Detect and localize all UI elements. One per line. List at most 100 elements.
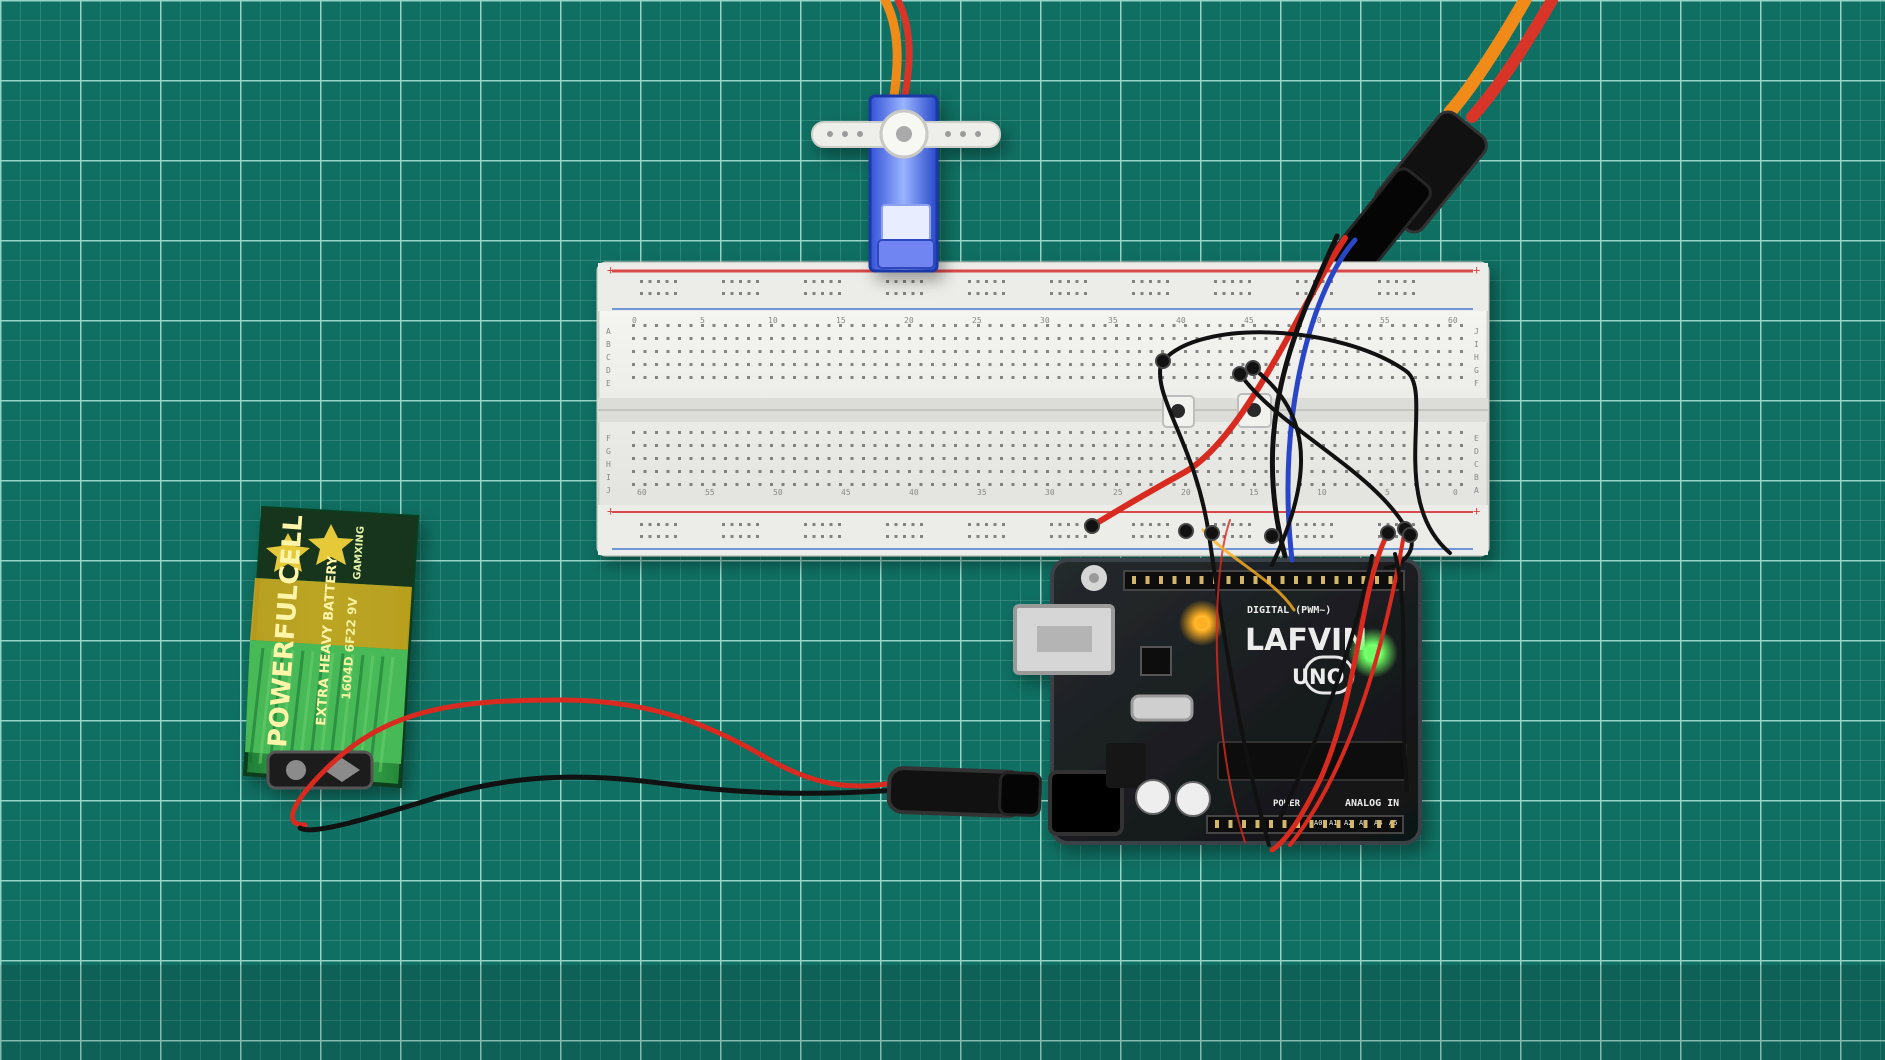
- breadboard-hole: [1264, 350, 1268, 353]
- breadboard-hole: [1069, 350, 1072, 353]
- breadboard-hole: [1161, 470, 1164, 473]
- breadboard-hole: [1218, 324, 1222, 327]
- breadboard-hole: [850, 470, 854, 473]
- breadboard-hole: [885, 324, 888, 327]
- breadboard-hole: [1460, 376, 1463, 379]
- breadboard-bottom-number: 20: [1181, 488, 1191, 497]
- breadboard-hole: [1067, 280, 1070, 283]
- breadboard-hole: [1222, 280, 1226, 283]
- breadboard-hole: [988, 350, 992, 353]
- breadboard-hole: [643, 363, 647, 366]
- breadboard-hole: [965, 337, 969, 340]
- analog-power-header-pin: [1242, 820, 1246, 828]
- breadboard-hole: [689, 483, 693, 486]
- breadboard-row-letter-right: D: [1474, 447, 1479, 456]
- breadboard-hole: [873, 470, 877, 473]
- breadboard-hole: [689, 457, 693, 460]
- breadboard-hole: [1437, 431, 1440, 434]
- breadboard-hole: [632, 324, 635, 327]
- breadboard-hole: [739, 280, 742, 283]
- breadboard-hole: [1356, 324, 1360, 327]
- breadboard-hole: [1207, 470, 1210, 473]
- breadboard-hole: [678, 457, 681, 460]
- breadboard-hole: [701, 470, 704, 473]
- breadboard-hole: [1231, 292, 1234, 295]
- breadboard-hole: [689, 470, 693, 473]
- breadboard-hole: [1011, 457, 1015, 460]
- breadboard-plus-mark: +: [607, 504, 614, 518]
- breadboard-hole: [1403, 292, 1407, 295]
- breadboard-hole: [862, 457, 865, 460]
- breadboard-hole: [1069, 431, 1072, 434]
- breadboard-hole: [965, 431, 969, 434]
- analog-pin-label: A2: [1344, 819, 1352, 827]
- breadboard-hole: [1149, 376, 1153, 379]
- breadboard-hole: [1195, 324, 1199, 327]
- breadboard-hole: [827, 363, 831, 366]
- analog-power-header-pin: [1255, 820, 1260, 828]
- breadboard-hole: [747, 535, 751, 538]
- breadboard-hole: [1414, 376, 1417, 379]
- breadboard-hole: [885, 444, 888, 447]
- breadboard-hole: [1386, 292, 1390, 295]
- breadboard-hole: [804, 535, 807, 538]
- breadboard-hole: [976, 523, 980, 526]
- breadboard-hole: [1460, 470, 1463, 473]
- breadboard-hole: [862, 376, 865, 379]
- breadboard-hole: [1230, 337, 1233, 340]
- digital-header-pin: [1267, 576, 1271, 584]
- breadboard-hole: [911, 535, 915, 538]
- breadboard-hole: [1132, 280, 1135, 283]
- breadboard-hole: [665, 535, 669, 538]
- breadboard-hole: [770, 363, 773, 366]
- breadboard-hole: [666, 483, 670, 486]
- breadboard-hole: [1057, 363, 1061, 366]
- breadboard-hole: [655, 350, 658, 353]
- breadboard-hole: [1460, 444, 1463, 447]
- breadboard-hole: [655, 444, 658, 447]
- breadboard-top-number: 5: [700, 316, 705, 325]
- breadboard-hole: [1402, 431, 1406, 434]
- breadboard-hole: [1239, 292, 1243, 295]
- breadboard-hole: [1184, 431, 1187, 434]
- breadboard-hole: [1075, 292, 1079, 295]
- breadboard-hole: [1149, 483, 1153, 486]
- breadboard-hole: [1264, 324, 1268, 327]
- breadboard-hole: [965, 376, 969, 379]
- digital-pwm-label: DIGITAL (PWM~): [1247, 605, 1331, 616]
- jumper-wire-end: [1204, 525, 1220, 541]
- analog-power-header-pin: [1282, 820, 1287, 828]
- breadboard-hole: [1310, 376, 1314, 379]
- breadboard-hole: [747, 324, 750, 327]
- breadboard-hole: [1067, 292, 1070, 295]
- breadboard-hole: [1149, 535, 1152, 538]
- breadboard-hole: [1002, 523, 1005, 526]
- breadboard-hole: [1069, 444, 1072, 447]
- breadboard-hole: [1241, 457, 1245, 460]
- breadboard-hole: [1138, 483, 1141, 486]
- breadboard-hole: [1356, 470, 1360, 473]
- breadboard-hole: [919, 457, 923, 460]
- analog-power-header-pin: [1390, 820, 1395, 828]
- breadboard-hole: [1414, 363, 1417, 366]
- breadboard-hole: [829, 292, 833, 295]
- breadboard-hole: [1425, 431, 1429, 434]
- breadboard-hole: [1218, 337, 1222, 340]
- breadboard-hole: [1023, 324, 1026, 327]
- breadboard-hole: [678, 483, 681, 486]
- breadboard-top-number: 35: [1108, 316, 1118, 325]
- breadboard-hole: [1395, 523, 1398, 526]
- breadboard-hole: [903, 280, 906, 283]
- breadboard-hole: [816, 470, 819, 473]
- breadboard-hole: [756, 292, 759, 295]
- analog-pin-label: A0: [1314, 819, 1322, 827]
- breadboard-hole: [1069, 470, 1072, 473]
- jumper-wire-end: [1245, 360, 1261, 376]
- breadboard-hole: [1460, 324, 1463, 327]
- breadboard-hole: [1330, 292, 1333, 295]
- battery-label-stripe: [308, 652, 325, 768]
- breadboard-hole: [1149, 363, 1153, 366]
- breadboard-hole: [1057, 324, 1061, 327]
- servo-horn-hole: [827, 131, 833, 137]
- breadboard-hole: [1322, 431, 1325, 434]
